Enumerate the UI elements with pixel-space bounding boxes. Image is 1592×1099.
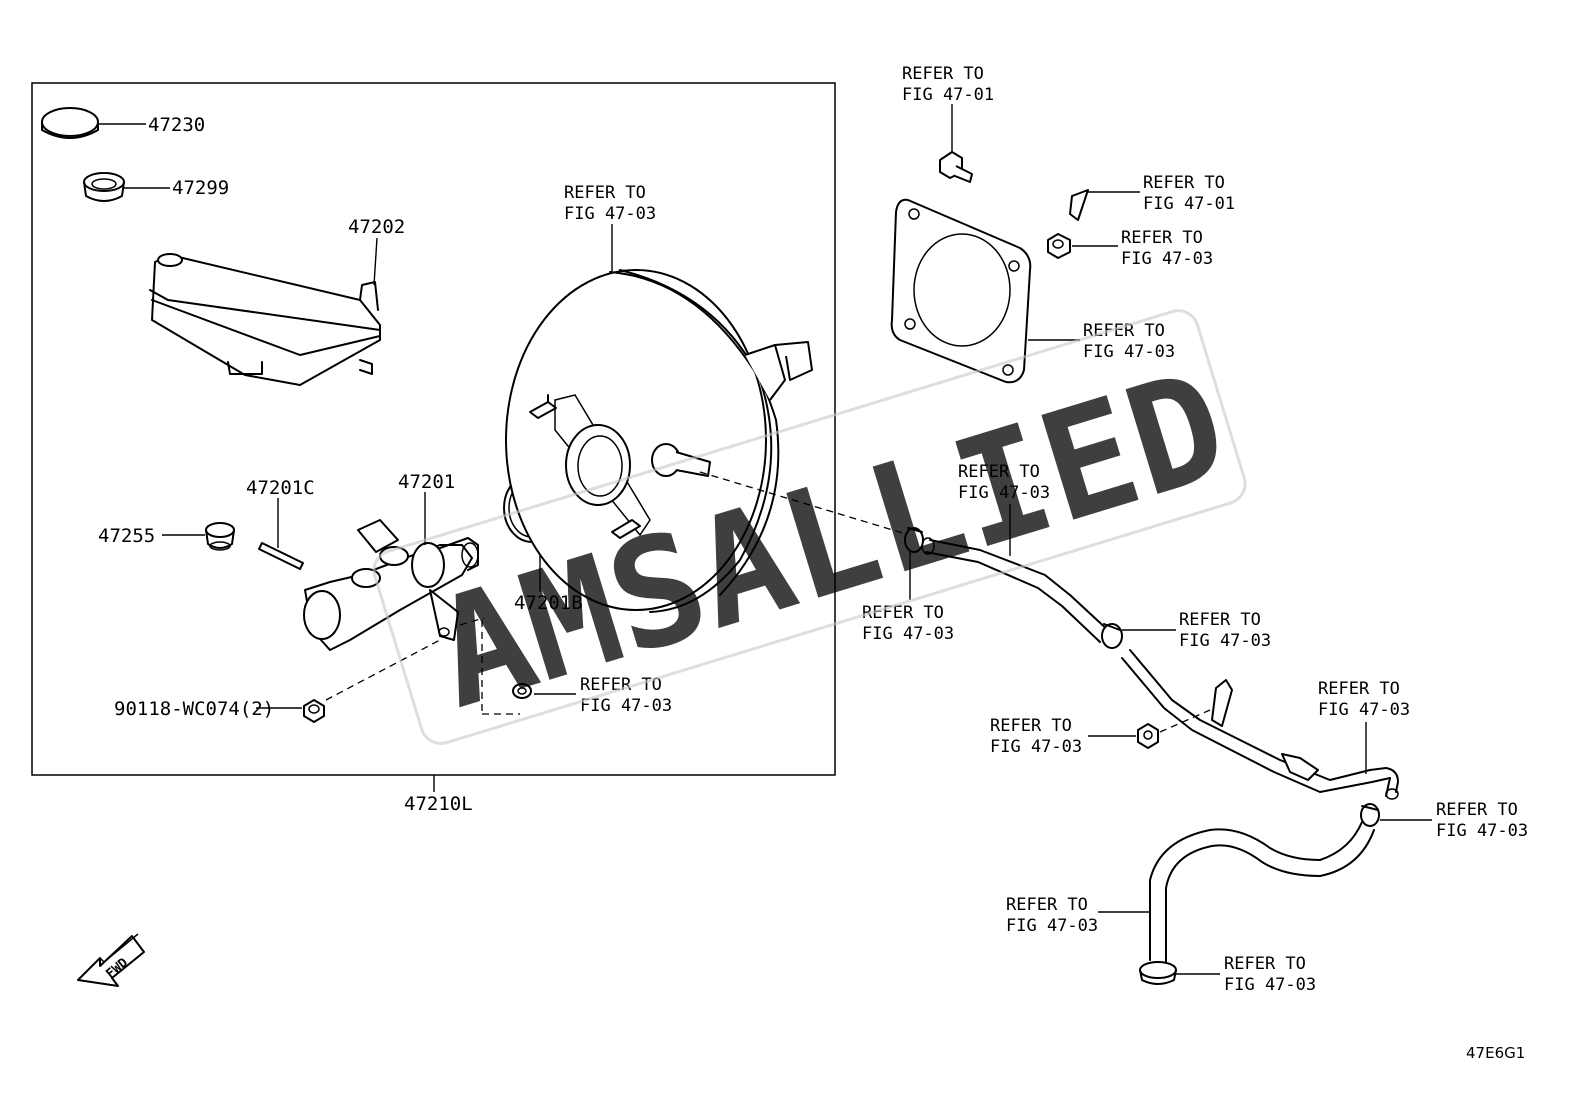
nut-90118-WC074 <box>256 639 441 723</box>
refer-hose-upper-line2: FIG 47-03 <box>958 483 1050 503</box>
strainer-47299 <box>83 172 170 202</box>
hose-clamp-lower-right <box>1360 803 1432 827</box>
diagram-code: 47E6G1 <box>1466 1044 1525 1062</box>
refer-clamp4-line1: REFER TO <box>1224 954 1306 974</box>
refer-hose-lower-line1: REFER TO <box>1006 895 1088 915</box>
refer-washer-line2: FIG 47-03 <box>580 696 672 716</box>
refer-pipe-line2: FIG 47-03 <box>1318 700 1410 720</box>
refer-clamp3-line1: REFER TO <box>1436 800 1518 820</box>
label-47299: 47299 <box>172 177 229 199</box>
label-47202: 47202 <box>348 216 405 238</box>
refer-booster-line1: REFER TO <box>564 183 646 203</box>
reservoir-cap-47230 <box>41 107 146 139</box>
refer-pipe-line1: REFER TO <box>1318 679 1400 699</box>
gasket <box>890 198 1080 384</box>
vacuum-hose-lower <box>1098 821 1375 963</box>
refer-clamp1-line2: FIG 47-03 <box>862 624 954 644</box>
hose-clamp-middle <box>1101 623 1176 649</box>
vacuum-pipe-with-bracket <box>1121 649 1399 800</box>
label-47230: 47230 <box>148 114 205 136</box>
clip <box>1069 189 1140 221</box>
label-47201C: 47201C <box>246 477 315 499</box>
refer-nut-line2: FIG 47-03 <box>1121 249 1213 269</box>
reservoir-tank-47202 <box>149 237 381 386</box>
refer-bracket-nut-line1: REFER TO <box>990 716 1072 736</box>
refer-hose-upper-line1: REFER TO <box>958 462 1040 482</box>
refer-clamp4-line2: FIG 47-03 <box>1224 975 1316 995</box>
vacuum-hose-upper <box>921 504 1111 643</box>
bolt-top <box>939 104 973 183</box>
brake-booster <box>505 224 907 613</box>
hose-clamp-bottom <box>1139 961 1220 985</box>
refer-clip-line2: FIG 47-01 <box>1143 194 1235 214</box>
refer-bracket-nut-line2: FIG 47-03 <box>990 737 1082 757</box>
refer-clamp2-line1: REFER TO <box>1179 610 1261 630</box>
label-47201: 47201 <box>398 471 455 493</box>
refer-gasket-line2: FIG 47-03 <box>1083 342 1175 362</box>
refer-bolt-line2: FIG 47-01 <box>902 85 994 105</box>
refer-hose-lower-line2: FIG 47-03 <box>1006 916 1098 936</box>
fwd-arrow-icon: FWD <box>77 933 145 987</box>
refer-bolt-line1: REFER TO <box>902 64 984 84</box>
grommet-47255 <box>162 522 235 551</box>
label-90118-WC074: 90118-WC074(2) <box>114 698 274 720</box>
washer <box>512 683 576 699</box>
hose-clamp-upper-left <box>904 527 924 600</box>
refer-clip-line1: REFER TO <box>1143 173 1225 193</box>
refer-clamp2-line2: FIG 47-03 <box>1179 631 1271 651</box>
label-47210L: 47210L <box>404 793 473 815</box>
pin-47201C <box>258 498 304 570</box>
refer-nut-line1: REFER TO <box>1121 228 1203 248</box>
refer-gasket-line1: REFER TO <box>1083 321 1165 341</box>
label-47255: 47255 <box>98 525 155 547</box>
nut-top <box>1047 233 1118 259</box>
refer-booster-line2: FIG 47-03 <box>564 204 656 224</box>
refer-clamp3-line2: FIG 47-03 <box>1436 821 1528 841</box>
refer-washer-line1: REFER TO <box>580 675 662 695</box>
assembly-dashed-guides <box>459 617 520 715</box>
bracket-nut <box>1088 709 1211 749</box>
label-47201B: 47201B <box>514 592 583 614</box>
